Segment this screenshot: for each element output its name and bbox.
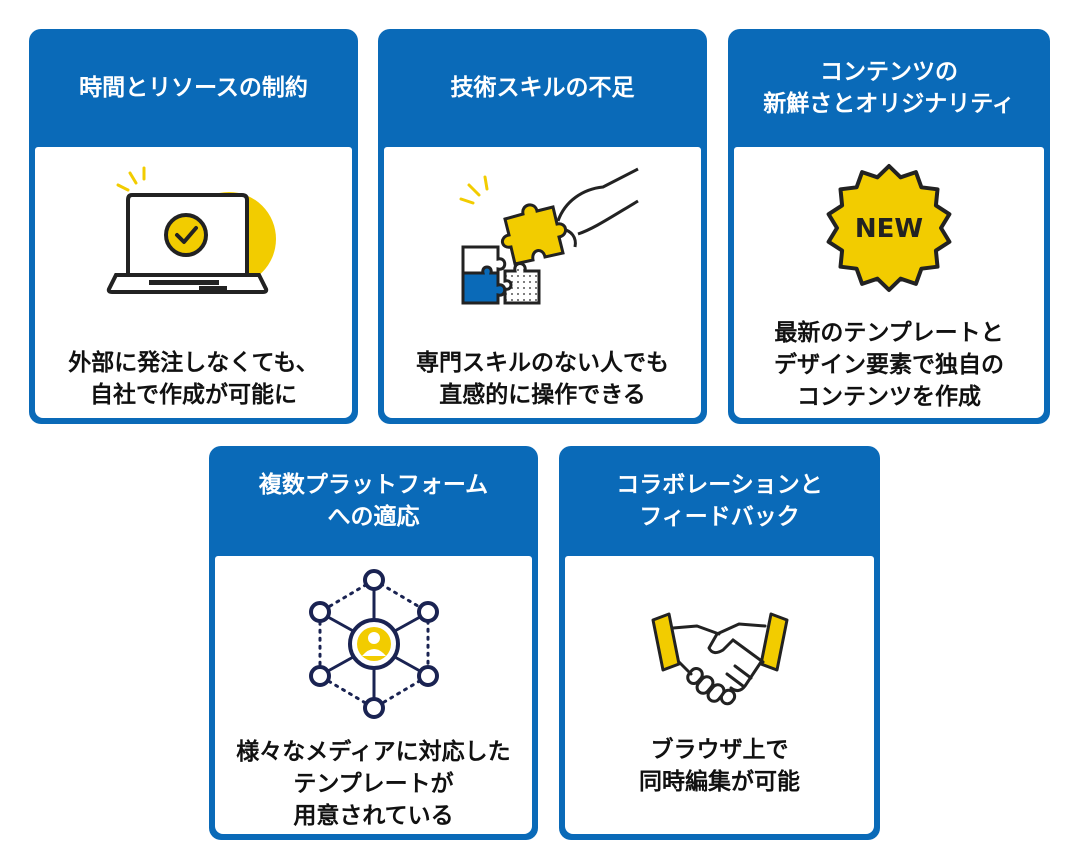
card-title-line: コンテンツの	[820, 59, 958, 85]
card-description-line: 直感的に操作できる	[439, 382, 646, 408]
card-title-line: コラボレーションと	[616, 472, 823, 498]
card-description-line: コンテンツを作成	[797, 384, 981, 410]
card-description-line: 自社で作成が可能に	[90, 382, 297, 408]
network-user-icon	[299, 566, 449, 726]
card-title-line: 新鮮さとオリジナリティ	[763, 91, 1015, 117]
card-title-line: への適応	[327, 504, 420, 530]
card-description-line: 最新のテンプレートと	[774, 320, 1004, 346]
card-description-line: 同時編集が可能	[639, 769, 800, 795]
card-title: コラボレーションと フィードバック	[559, 446, 880, 556]
card-description: 様々なメディアに対応した テンプレートが 用意されている	[215, 736, 532, 832]
card-title: 時間とリソースの制約	[29, 29, 358, 147]
card-multi-platform: 複数プラットフォーム への適応	[209, 446, 538, 840]
card-description: 専門スキルのない人でも 直感的に操作できる	[384, 347, 701, 411]
card-description-line: 用意されている	[293, 803, 454, 829]
puzzle-hand-icon	[443, 159, 643, 309]
card-body: 様々なメディアに対応した テンプレートが 用意されている	[215, 556, 532, 834]
card-description-line: テンプレートが	[293, 771, 454, 797]
card-title-line: 技術スキルの不足	[450, 75, 635, 101]
card-title-line: 複数プラットフォーム	[258, 472, 489, 498]
card-body: NEW 最新のテンプレートと デザイン要素で独自の コンテンツを作成	[734, 147, 1044, 418]
card-description-line: 様々なメディアに対応した	[236, 739, 511, 765]
card-skill-shortage: 技術スキルの不足	[378, 29, 707, 424]
card-body: 専門スキルのない人でも 直感的に操作できる	[384, 147, 701, 418]
new-badge-icon: NEW	[819, 161, 959, 295]
card-description: 外部に発注しなくても、 自社で作成が可能に	[35, 347, 352, 411]
card-description: ブラウザ上で 同時編集が可能	[565, 734, 874, 798]
card-body: ブラウザ上で 同時編集が可能	[565, 556, 874, 834]
handshake-icon	[635, 604, 805, 714]
card-title: 技術スキルの不足	[378, 29, 707, 147]
card-description-line: ブラウザ上で	[650, 737, 789, 763]
card-title: コンテンツの 新鮮さとオリジナリティ	[728, 29, 1050, 147]
badge-text: NEW	[855, 214, 923, 244]
laptop-check-icon	[94, 165, 294, 310]
card-description-line: 専門スキルのない人でも	[416, 350, 669, 376]
card-title-line: フィードバック	[639, 504, 800, 530]
card-description: 最新のテンプレートと デザイン要素で独自の コンテンツを作成	[734, 317, 1044, 413]
card-description-line: 外部に発注しなくても、	[68, 350, 319, 376]
card-title-line: 時間とリソースの制約	[79, 75, 308, 101]
card-freshness-originality: コンテンツの 新鮮さとオリジナリティ NEW 最新のテンプレートと デザイン要素…	[728, 29, 1050, 424]
card-time-resources: 時間とリソースの制約 外部に発注しなくても、 自社で作成が可能に	[29, 29, 358, 424]
card-collaboration: コラボレーションと フィードバック	[559, 446, 880, 840]
card-description-line: デザイン要素で独自の	[774, 352, 1004, 378]
card-body: 外部に発注しなくても、 自社で作成が可能に	[35, 147, 352, 418]
card-title: 複数プラットフォーム への適応	[209, 446, 538, 556]
